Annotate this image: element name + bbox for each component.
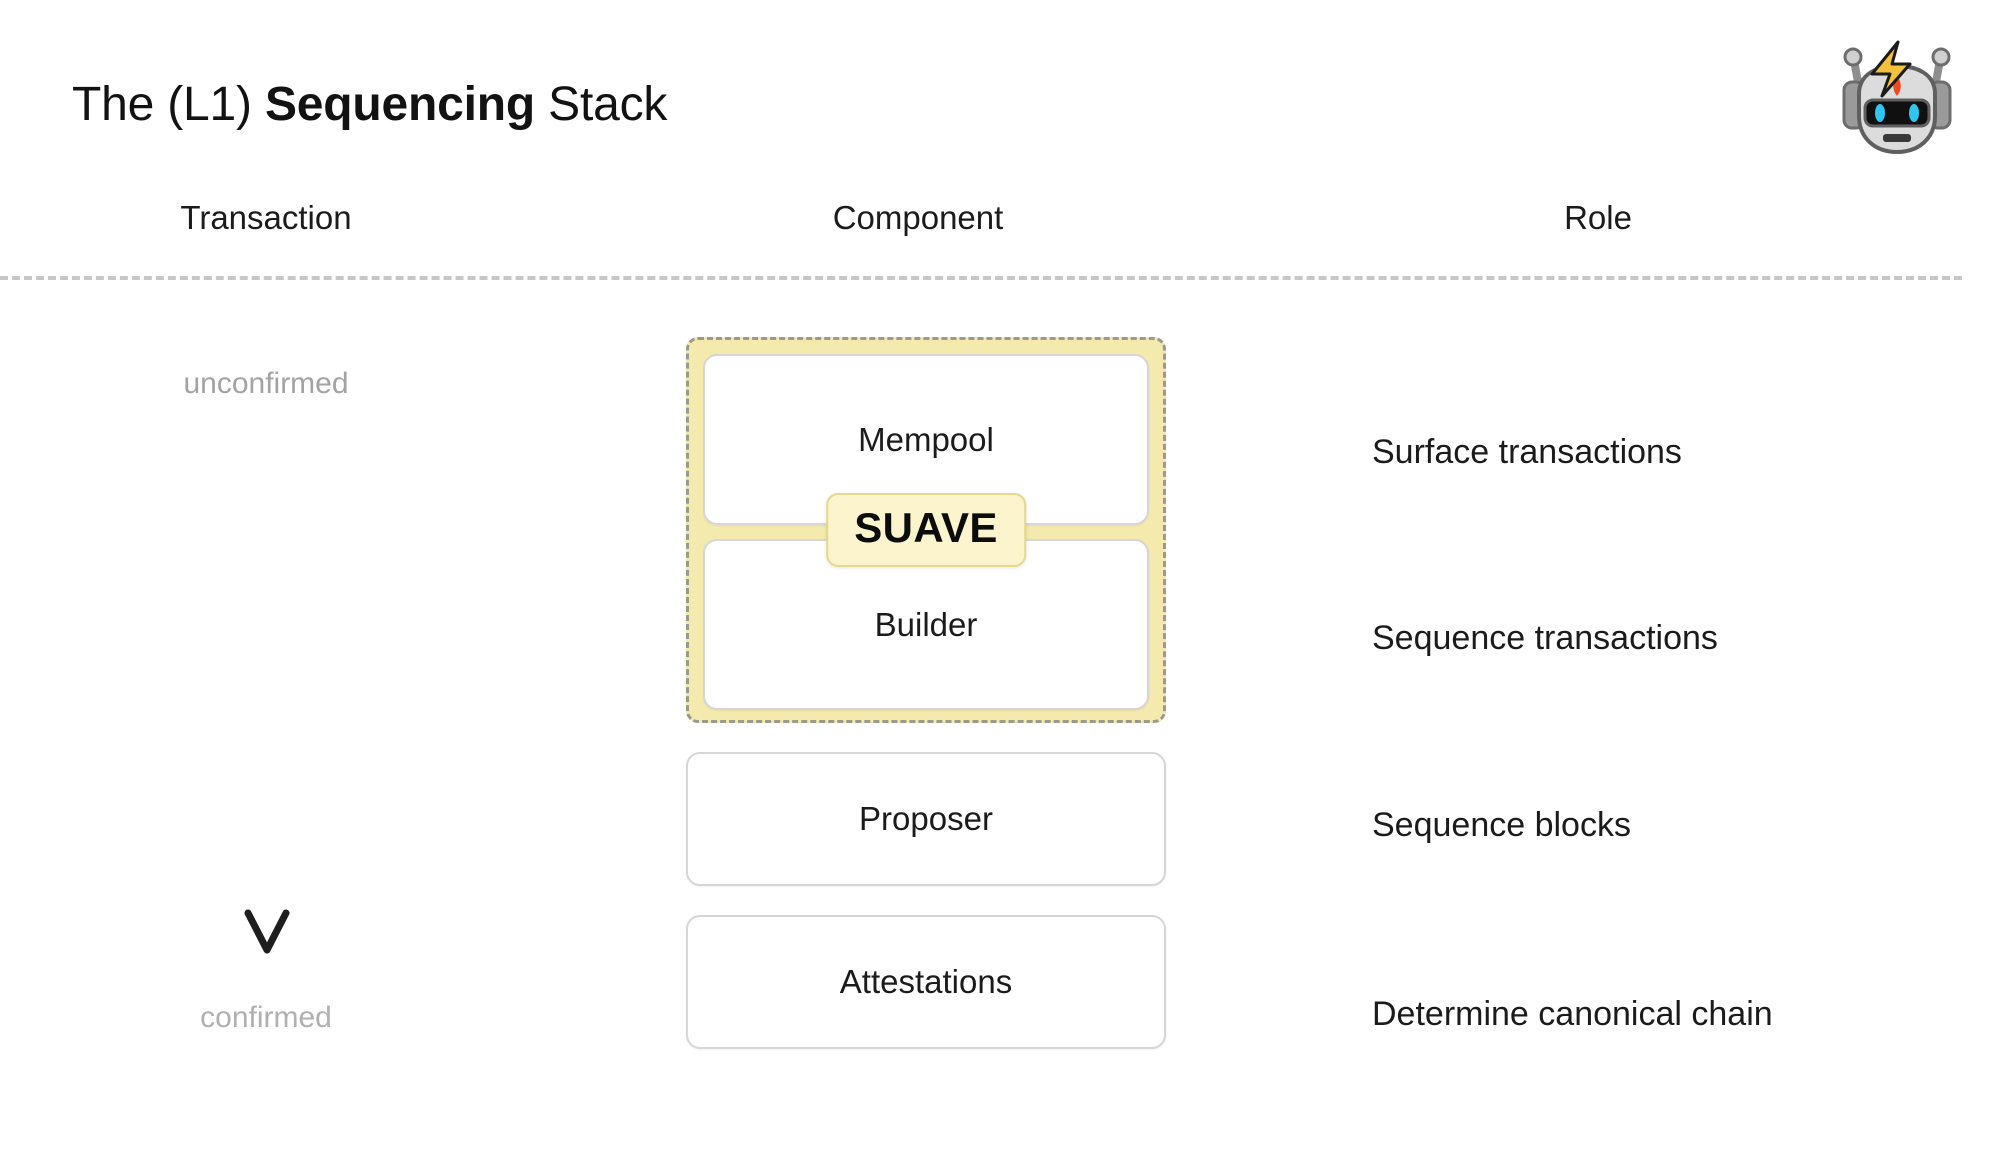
component-label-attestations: Attestations [839,963,1013,1000]
downward-flow-arrow-icon [222,410,312,970]
page-title: The (L1) Sequencing Stack [72,76,667,134]
component-box-attestations[interactable]: Attestations [686,915,1166,1049]
component-label-mempool: Mempool [858,420,994,458]
component-label-builder: Builder [874,605,978,643]
role-text-attestations: Determine canonical chain [1372,995,1773,1033]
column-header-transaction: Transaction [180,199,352,236]
role-text-builder: Sequence transactions [1372,619,1718,657]
column-header-component: Component [832,199,1004,236]
flow-label-unconfirmed: unconfirmed [183,367,349,400]
page-title-prefix: The (L1) [72,78,265,131]
page-title-emphasis: Sequencing [264,78,535,131]
suave-badge[interactable]: SUAVE [826,493,1026,567]
component-label-proposer: Proposer [859,800,993,837]
component-box-proposer[interactable]: Proposer [686,752,1166,886]
component-column: Mempool Builder SUAVE Proposer Attestati… [686,337,1166,1049]
suave-badge-label: SUAVE [854,504,998,551]
header-divider [0,276,1962,280]
flashbots-robot-logo-icon [1832,38,1962,160]
flow-label-confirmed: confirmed [200,1001,332,1034]
page-title-suffix: Stack [535,78,668,131]
role-text-mempool: Surface transactions [1372,433,1682,471]
suave-group[interactable]: Mempool Builder SUAVE [686,337,1166,723]
column-header-role: Role [1564,199,1632,236]
role-text-proposer: Sequence blocks [1372,806,1631,844]
